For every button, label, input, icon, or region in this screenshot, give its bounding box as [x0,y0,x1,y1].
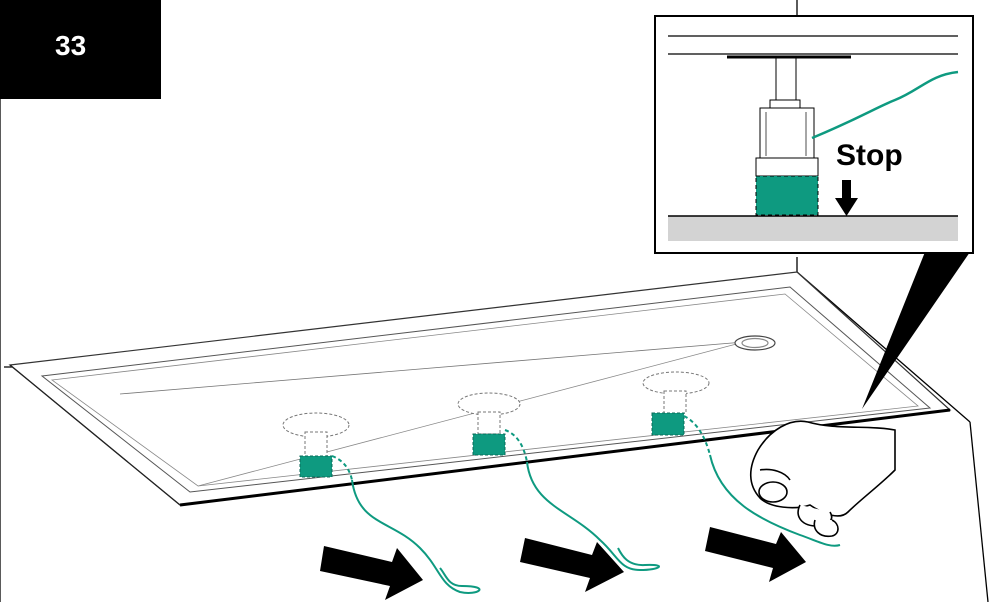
inset-foot-base [755,175,819,216]
hand [749,420,896,538]
callout-pointer [862,252,970,409]
stop-arrow [835,180,858,216]
detail-inset [654,15,974,254]
step-number-badge: 33 [0,0,161,99]
stop-label: Stop [836,139,903,172]
middle-foot [457,392,521,456]
middle-pull-arrow [520,538,624,592]
inset-string [811,70,959,140]
left-pull-arrow [320,546,423,600]
right-pull-arrow [705,527,806,582]
right-foot [642,371,710,436]
step-number: 33 [55,30,87,61]
left-foot [282,412,350,478]
inset-floor [668,216,958,241]
pull-strings [331,415,841,594]
